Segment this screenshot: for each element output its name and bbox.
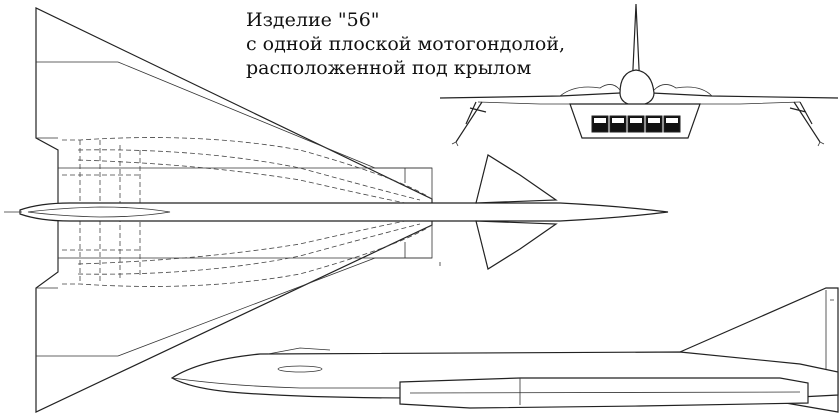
front-left-gear xyxy=(455,101,487,143)
caption-line-2: с одной плоской мотогондолой, xyxy=(246,33,566,55)
plan-fuselage-spine xyxy=(27,206,171,218)
front-view xyxy=(439,3,839,147)
front-nozzle-highlight xyxy=(666,118,678,123)
side-nacelle-lines xyxy=(409,378,801,405)
caption-line-1: Изделие "56" xyxy=(246,9,380,31)
front-nozzle-highlight xyxy=(630,118,642,123)
plan-view xyxy=(4,7,669,413)
plan-nacelle-tail-lines xyxy=(375,167,432,259)
plan-engine-dashed-lines xyxy=(62,137,433,287)
side-nacelle xyxy=(399,377,809,409)
plan-wing-leading-edge-double xyxy=(117,61,376,357)
front-wing-fairings xyxy=(559,84,713,97)
plan-fore-plane-upper xyxy=(475,154,558,204)
front-fuselage xyxy=(619,69,655,107)
front-right-gear xyxy=(789,101,821,143)
plan-wing-chord-lines xyxy=(36,61,118,357)
side-tail-ribs xyxy=(825,290,834,380)
plan-fore-plane-lower xyxy=(475,220,558,270)
front-nozzle-highlight xyxy=(648,118,660,123)
side-wing-root xyxy=(267,347,331,355)
side-canopy xyxy=(171,377,420,389)
front-nozzle-highlight xyxy=(594,118,606,123)
plan-fuselage xyxy=(19,202,669,222)
caption-line-3: расположенной под крылом xyxy=(246,57,532,79)
front-nozzle-highlight xyxy=(612,118,624,123)
side-cockpit xyxy=(277,365,323,373)
side-view xyxy=(170,287,839,413)
drawing-caption: Изделие "56" с одной плоской мотогондоло… xyxy=(246,8,565,80)
front-nozzle-row xyxy=(591,115,681,133)
front-gear-arrows xyxy=(451,141,825,147)
